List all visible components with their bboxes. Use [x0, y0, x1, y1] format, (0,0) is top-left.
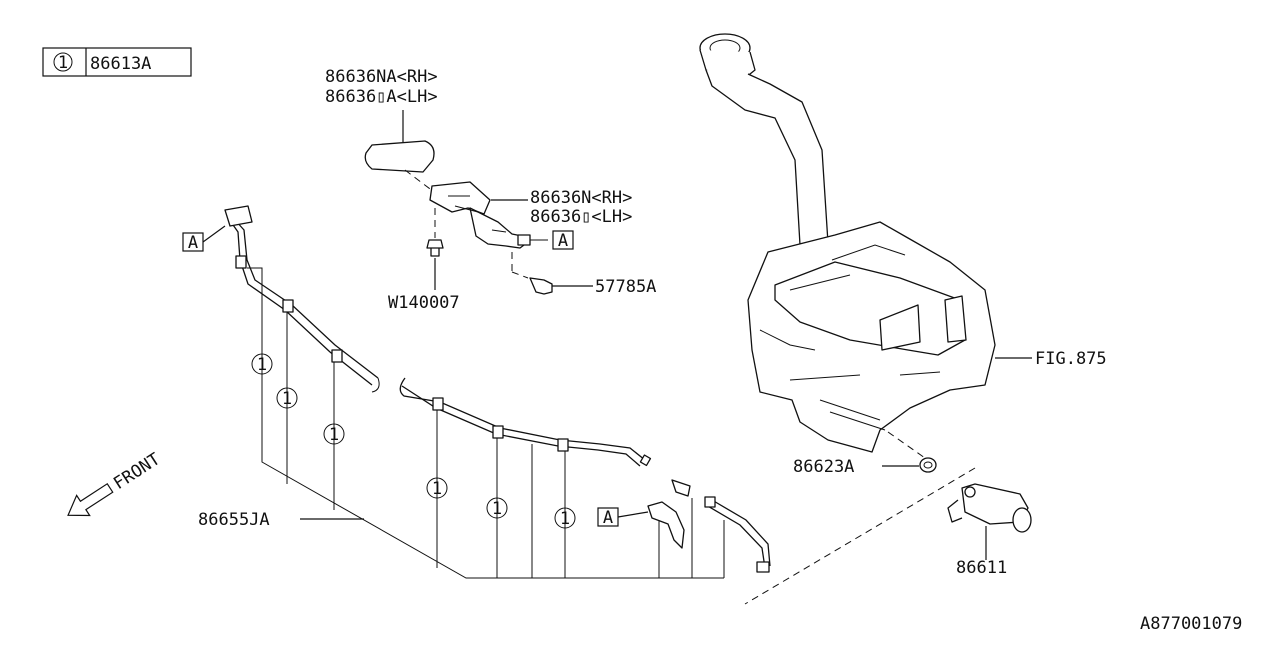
svg-text:1: 1 — [560, 509, 570, 529]
svg-text:1: 1 — [492, 499, 502, 519]
label-nozzle-cover-lh: 86636▯A<LH> — [325, 87, 438, 107]
nozzle-cover: 86636NA<RH> 86636▯A<LH> — [325, 67, 443, 199]
svg-text:1: 1 — [282, 389, 292, 409]
label-hose: 86655JA — [198, 510, 270, 530]
legend-box: 1 86613A — [42, 47, 192, 77]
washer-tank: FIG.875 — [747, 221, 1107, 453]
marker-a-hose: A — [182, 225, 226, 253]
callout-1-c: 1 — [323, 423, 345, 445]
callout-1-f: 1 — [554, 507, 576, 529]
washer-nozzle: 86636N<RH> 86636▯<LH> — [429, 181, 632, 249]
svg-text:A: A — [558, 231, 568, 251]
label-nozzle-lh: 86636▯<LH> — [530, 207, 632, 227]
callout-1-d: 1 — [426, 477, 448, 499]
label-nozzle-cover-rh: 86636NA<RH> — [325, 67, 438, 87]
legend-symbol: 1 — [58, 53, 68, 73]
legend-part-number: 86613A — [90, 54, 151, 74]
svg-text:1: 1 — [329, 425, 339, 445]
front-arrow-icon: FRONT — [67, 449, 164, 517]
label-nozzle-rh: 86636N<RH> — [530, 188, 632, 208]
grommet-86623a: 86623A — [793, 431, 937, 477]
svg-text:A: A — [188, 233, 198, 253]
label-grommet: 86623A — [793, 457, 854, 477]
washer-motor: 86611 — [744, 467, 1032, 605]
svg-text:1: 1 — [257, 355, 267, 375]
svg-text:A: A — [603, 508, 613, 528]
bolt-57785a: 57785A — [511, 252, 656, 297]
clip-w140007: W140007 — [388, 208, 460, 313]
label-clip: W140007 — [388, 293, 460, 313]
label-tank-ref: FIG.875 — [1035, 349, 1107, 369]
callout-1-b: 1 — [276, 387, 298, 409]
callout-1-e: 1 — [486, 497, 508, 519]
washer-hose: 86655JA — [198, 205, 771, 579]
label-motor: 86611 — [956, 558, 1007, 578]
filler-neck — [699, 33, 829, 246]
marker-a-connector: A — [597, 507, 649, 528]
diagram-id: A877001079 — [1140, 614, 1242, 634]
label-front: FRONT — [110, 449, 164, 494]
callout-1-a: 1 — [251, 353, 273, 375]
svg-text:1: 1 — [432, 479, 442, 499]
marker-a-nozzle: A — [552, 230, 574, 251]
label-bolt: 57785A — [595, 277, 656, 297]
